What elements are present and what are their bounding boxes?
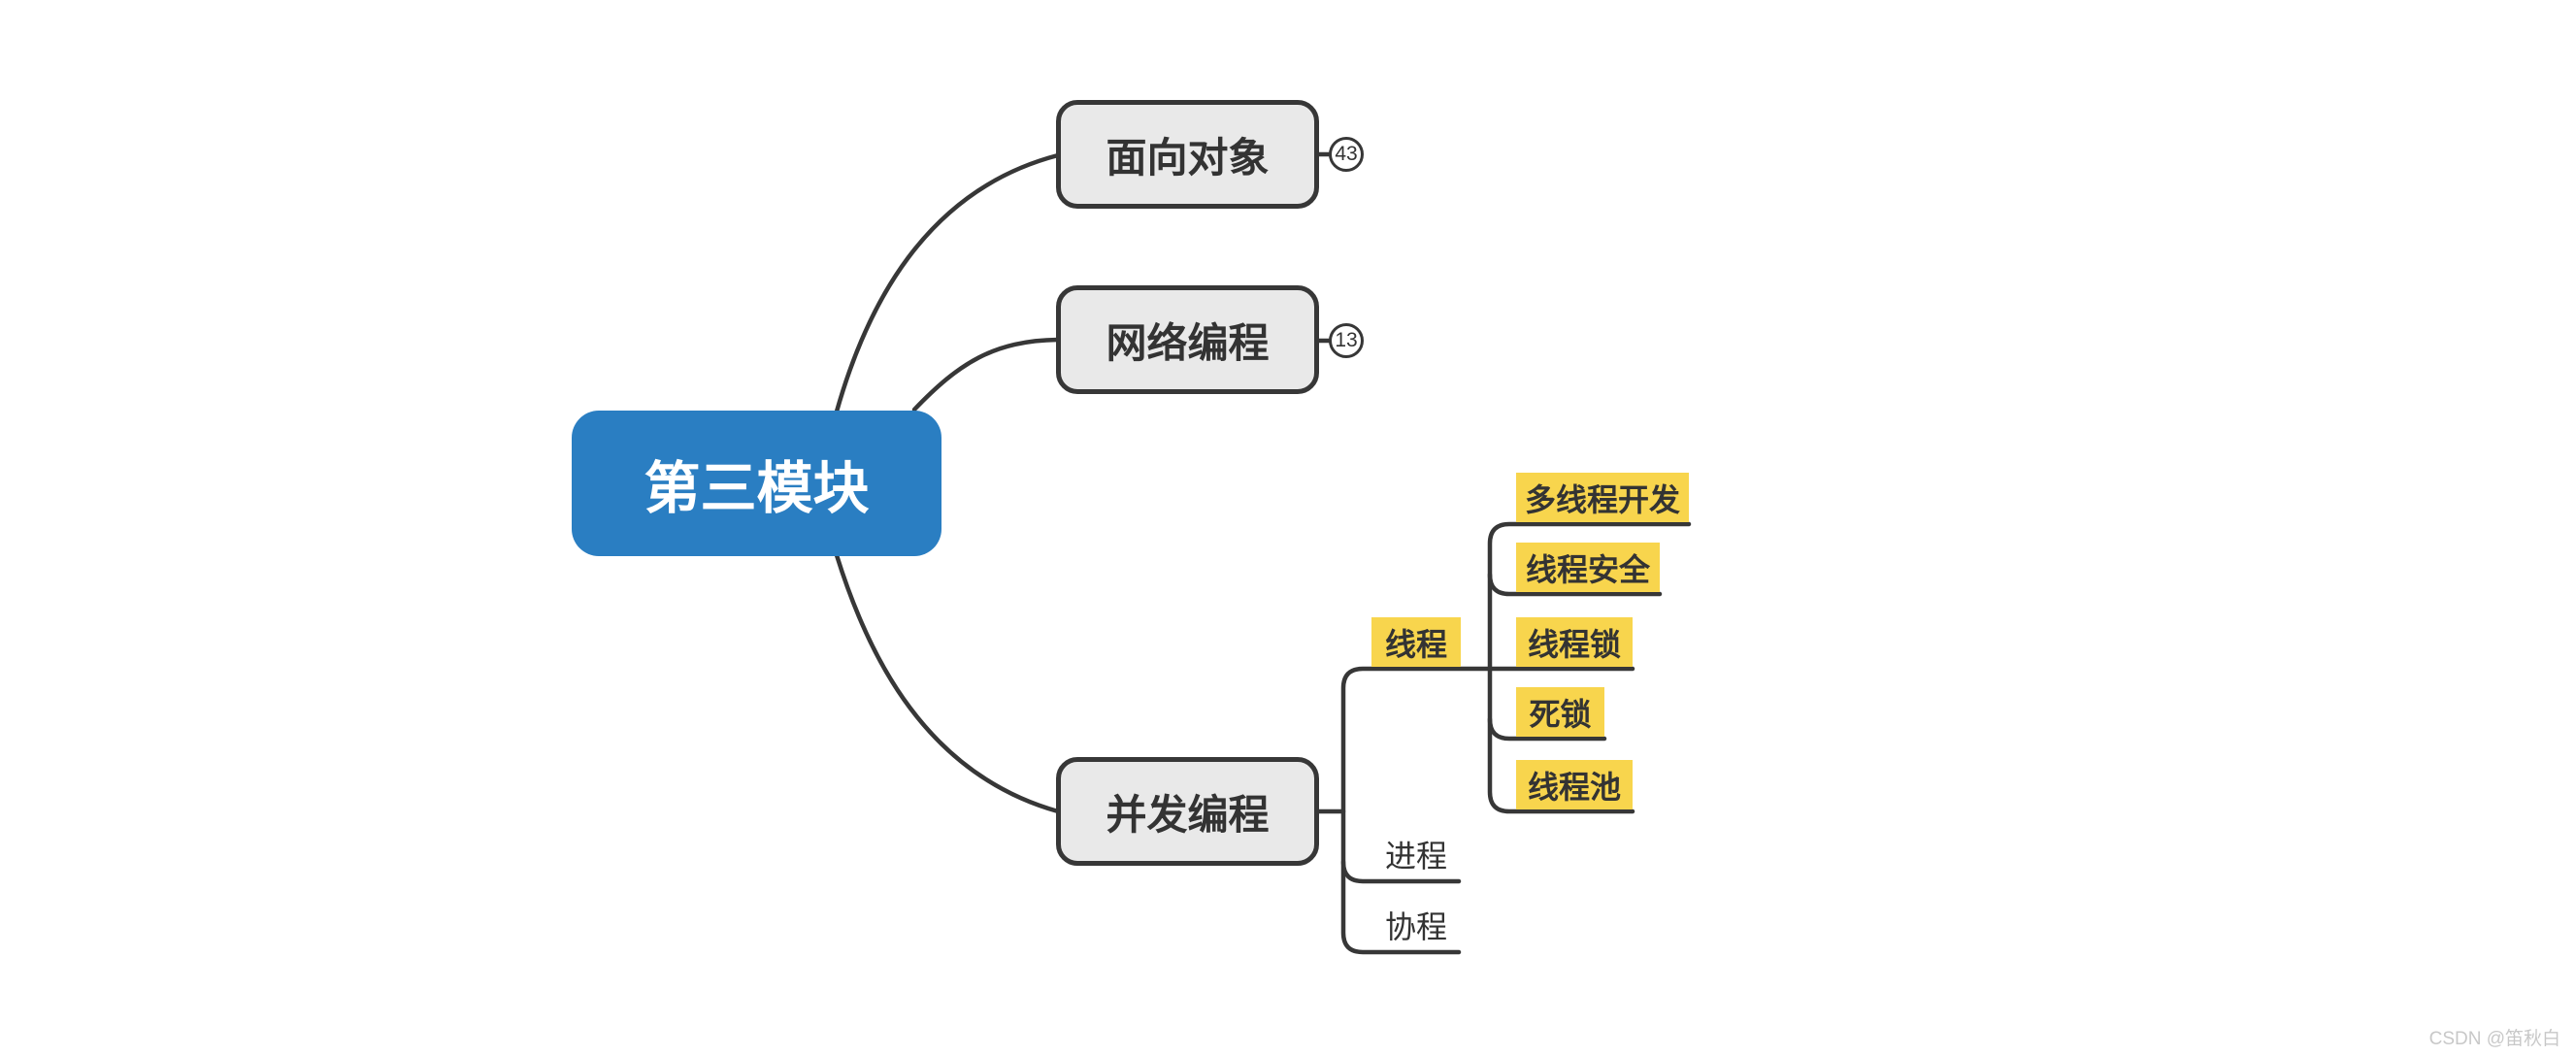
edge-thread-safety	[1487, 572, 1663, 597]
topic-coroutine[interactable]: 协程	[1384, 909, 1447, 944]
topic-thread-pool[interactable]: 线程池	[1516, 760, 1633, 809]
topic-network[interactable]: 网络编程	[1056, 285, 1319, 394]
edge-root-concurrent	[834, 552, 1061, 814]
topic-thread-lock[interactable]: 线程锁	[1516, 617, 1633, 667]
edge-trunk-concurrent	[1340, 666, 1635, 955]
topic-concurrent[interactable]: 并发编程	[1056, 757, 1319, 866]
collapse-badge-network[interactable]: 13	[1329, 323, 1364, 358]
root-topic[interactable]: 第三模块	[572, 411, 941, 556]
topic-thread-safety[interactable]: 线程安全	[1516, 543, 1660, 592]
topic-deadlock[interactable]: 死锁	[1516, 687, 1604, 737]
edge-deadlock	[1487, 716, 1607, 742]
edge-root-oop	[834, 152, 1061, 414]
topic-multithread-dev[interactable]: 多线程开发	[1516, 473, 1689, 522]
edge-root-network	[911, 337, 1061, 412]
topic-oop[interactable]: 面向对象	[1056, 100, 1319, 209]
csdn-watermark: CSDN @笛秋白	[2428, 1029, 2560, 1049]
edge-trunk-thread	[1487, 521, 1692, 814]
collapse-badge-oop[interactable]: 43	[1329, 137, 1364, 172]
topic-process[interactable]: 进程	[1384, 839, 1447, 874]
topic-thread[interactable]: 线程	[1371, 617, 1461, 667]
edge-process	[1340, 859, 1462, 884]
